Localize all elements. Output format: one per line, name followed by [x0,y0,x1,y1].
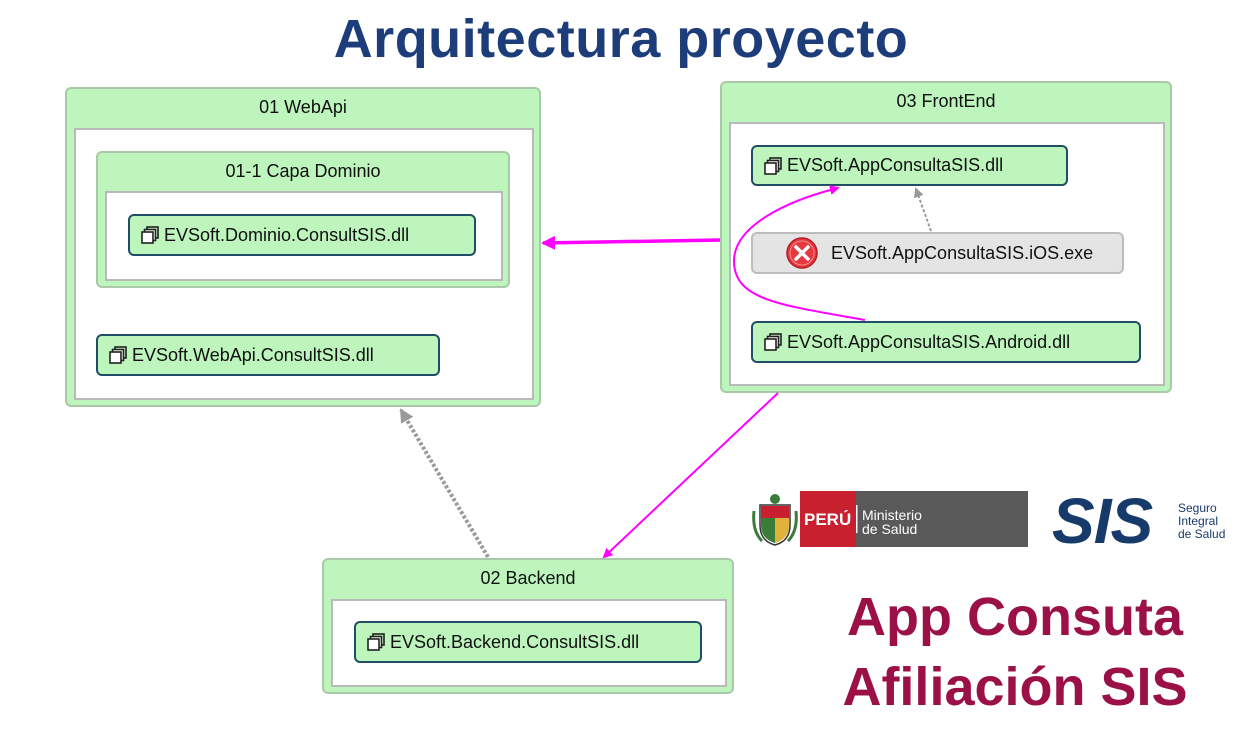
arrow-ios-to-app [913,187,932,232]
arrow-android-to-app [732,185,866,321]
sis-logo-name: SIS [1052,485,1153,557]
group-dominio-label: 01-1 Capa Dominio [225,161,381,181]
arrow-frontend-to-webapi [541,235,721,250]
error-icon [786,237,818,269]
ministerio-salud-logo: PERÚ Ministerio de Salud [752,491,1028,547]
assembly-icon [764,333,782,351]
app-title: App Consuta Afiliación SIS [780,582,1242,722]
node-app-dll-label: EVSoft.AppConsultaSIS.dll [787,155,1004,175]
sis-line3: de Salud [1178,527,1226,541]
ministerio-line1: Ministerio [862,507,922,523]
arrow-backend-to-webapi [399,408,490,559]
node-android-dll[interactable]: EVSoft.AppConsultaSIS.Android.dll [751,321,1141,363]
sis-line2: Integral [1178,514,1219,528]
node-android-dll-label: EVSoft.AppConsultaSIS.Android.dll [787,331,1071,352]
peru-label: PERÚ [804,510,852,529]
sis-line1: Seguro [1178,501,1217,515]
peru-coat-of-arms-icon [752,491,1028,547]
group-frontend-label: 03 FrontEnd [896,91,996,111]
node-ios-exe[interactable]: EVSoft.AppConsultaSIS.iOS.exe [751,232,1124,274]
group-backend-label: 02 Backend [480,568,576,588]
sis-logo: SIS Seguro Integral de Salud [1052,485,1232,557]
assembly-icon [367,633,385,651]
node-backend-dll[interactable]: EVSoft.Backend.ConsultSIS.dll [354,621,702,663]
node-dominio-dll-label: EVSoft.Dominio.ConsultSIS.dll [164,224,410,245]
assembly-icon [109,346,127,364]
node-webapi-dll[interactable]: EVSoft.WebApi.ConsultSIS.dll [96,334,440,376]
ministerio-label: Ministerio de Salud [862,508,922,536]
arrow-frontend-to-backend [602,392,779,559]
node-webapi-dll-label: EVSoft.WebApi.ConsultSIS.dll [132,344,374,365]
node-dominio-dll[interactable]: EVSoft.Dominio.ConsultSIS.dll [128,214,476,256]
node-backend-dll-label: EVSoft.Backend.ConsultSIS.dll [390,631,640,652]
group-webapi-label: 01 WebApi [259,97,347,117]
assembly-icon [764,156,782,175]
node-app-dll[interactable]: EVSoft.AppConsultaSIS.dll [751,145,1068,186]
sis-logo-subtitle: Seguro Integral de Salud [1178,502,1225,541]
app-title-line1: App Consuta [847,587,1183,647]
app-title-line2: Afiliación SIS [842,657,1188,717]
ministerio-line2: de Salud [862,521,918,537]
assembly-icon [141,226,159,244]
diagram-title: Arquitectura proyecto [333,9,909,69]
node-ios-exe-label: EVSoft.AppConsultaSIS.iOS.exe [831,242,1094,263]
